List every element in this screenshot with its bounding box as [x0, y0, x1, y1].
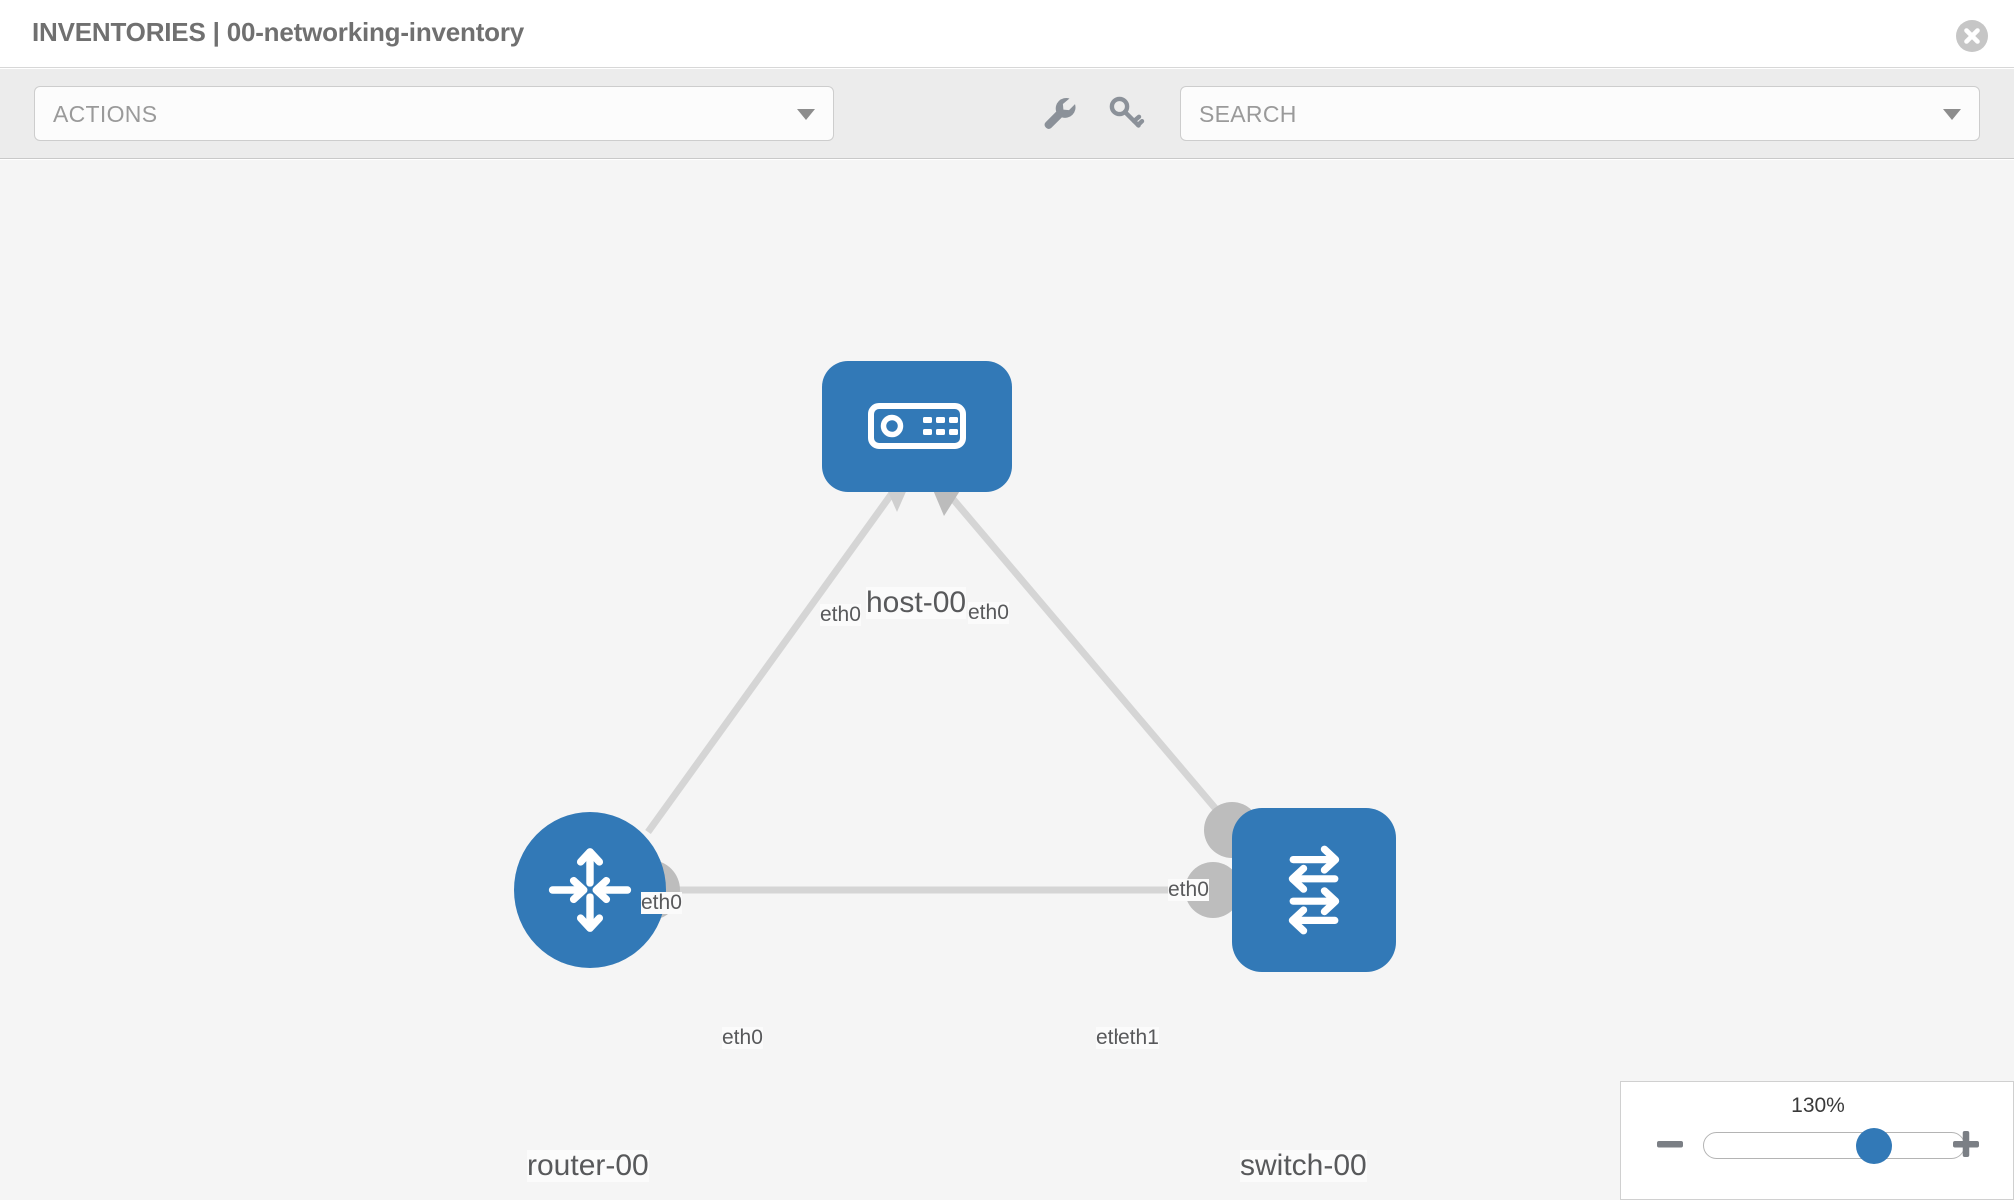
zoom-level-value: 130%: [1791, 1094, 1845, 1117]
plus-icon[interactable]: [1951, 1129, 1981, 1164]
minus-icon[interactable]: [1655, 1129, 1685, 1164]
close-icon[interactable]: [1956, 20, 1988, 52]
key-icon[interactable]: [1102, 89, 1150, 137]
node-label-switch: switch-00: [1240, 1149, 1367, 1182]
node-switch-00[interactable]: [1232, 808, 1396, 972]
node-label-host: host-00: [866, 586, 967, 619]
interface-label: eth0: [722, 1026, 763, 1050]
interface-label: eth0: [1168, 878, 1209, 902]
zoom-slider-thumb[interactable]: [1856, 1128, 1892, 1164]
connector-switch-west: [1185, 862, 1241, 918]
toolbar: ACTIONS SEARCH: [0, 69, 2014, 159]
interface-label: eth0: [820, 603, 861, 627]
actions-dropdown[interactable]: ACTIONS: [34, 86, 834, 141]
link-host-router[interactable]: [645, 489, 896, 835]
zoom-control-panel: 130%: [1620, 1081, 2014, 1200]
chevron-down-icon: [1943, 109, 1961, 120]
topology-canvas[interactable]: eth0 eth0 eth0 eth0 eth0 eth1 eth0 host-…: [0, 160, 2014, 1200]
search-input[interactable]: SEARCH: [1180, 86, 1980, 141]
node-label-router: router-00: [527, 1149, 649, 1182]
chevron-down-icon: [797, 109, 815, 120]
node-host-00[interactable]: [822, 361, 1012, 492]
topology-links: [645, 489, 1237, 894]
wrench-icon[interactable]: [1034, 89, 1082, 137]
search-input-label: SEARCH: [1199, 101, 1297, 127]
interface-label: eth0: [968, 601, 1009, 625]
interface-label: eth1: [1118, 1026, 1159, 1050]
interface-label: eth0: [641, 891, 682, 915]
zoom-slider-track[interactable]: [1703, 1128, 1965, 1164]
page-title: INVENTORIES | 00-networking-inventory: [32, 17, 525, 47]
topology-graph: [514, 361, 1396, 972]
node-router-00[interactable]: [514, 812, 666, 968]
link-host-switch[interactable]: [944, 489, 1235, 831]
page-header: INVENTORIES | 00-networking-inventory: [0, 0, 2014, 68]
actions-dropdown-label: ACTIONS: [53, 101, 158, 127]
